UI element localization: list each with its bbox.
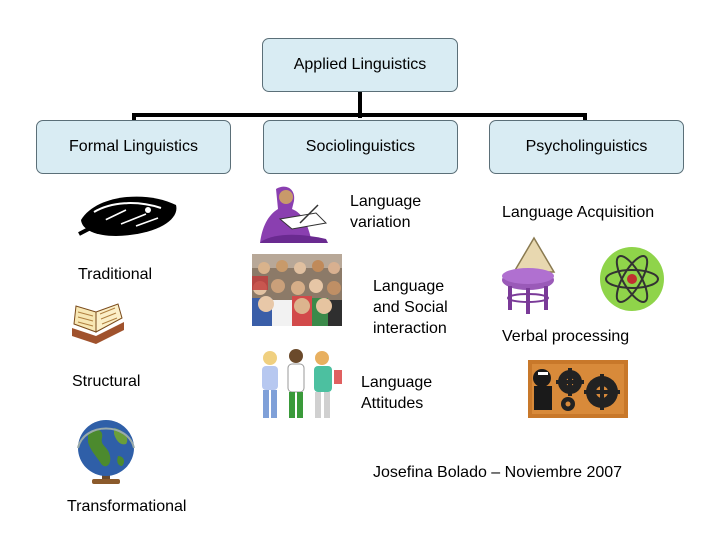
root-label: Applied Linguistics bbox=[293, 56, 427, 73]
handwriting-sketch-icon bbox=[78, 196, 177, 236]
author-credit: Josefina Bolado – Noviembre 2007 bbox=[373, 464, 623, 481]
gears-thinker-icon bbox=[528, 360, 628, 418]
crowd-photo-icon bbox=[252, 254, 342, 326]
branch-box-psycholinguistics: Psycholinguistics bbox=[489, 120, 684, 174]
branch-box-formal-linguistics: Formal Linguistics bbox=[36, 120, 231, 174]
branch-box-sociolinguistics: Sociolinguistics bbox=[263, 120, 458, 174]
connector-horizontal-bar bbox=[132, 113, 587, 117]
branch-label-formal: Formal Linguistics bbox=[69, 138, 198, 155]
socio-item-language-social-interaction: Language and Social interaction bbox=[373, 278, 448, 337]
globe-icon bbox=[77, 420, 135, 484]
formal-item-structural: Structural bbox=[72, 373, 141, 390]
psycho-item-language-acquisition: Language Acquisition bbox=[502, 204, 655, 221]
connector-right-drop bbox=[583, 113, 587, 121]
children-group-icon bbox=[262, 349, 342, 418]
psycho-item-verbal-processing: Verbal processing bbox=[502, 328, 630, 345]
root-box-applied-linguistics: Applied Linguistics bbox=[262, 38, 458, 92]
socio-item-language-attitudes: Language Attitudes bbox=[361, 374, 433, 412]
woman-reading-icon bbox=[260, 186, 328, 243]
connector-root-down bbox=[358, 91, 362, 118]
atom-icon bbox=[600, 247, 664, 311]
formal-item-transformational: Transformational bbox=[67, 498, 187, 515]
branch-label-socio: Sociolinguistics bbox=[305, 138, 416, 155]
socio-item-language-variation: Language variation bbox=[350, 193, 422, 231]
connector-left-drop bbox=[132, 113, 136, 121]
formal-item-traditional: Traditional bbox=[78, 266, 153, 283]
branch-label-psycho: Psycholinguistics bbox=[525, 138, 648, 155]
thinker-stool-icon bbox=[502, 236, 556, 314]
open-book-icon bbox=[72, 303, 124, 344]
